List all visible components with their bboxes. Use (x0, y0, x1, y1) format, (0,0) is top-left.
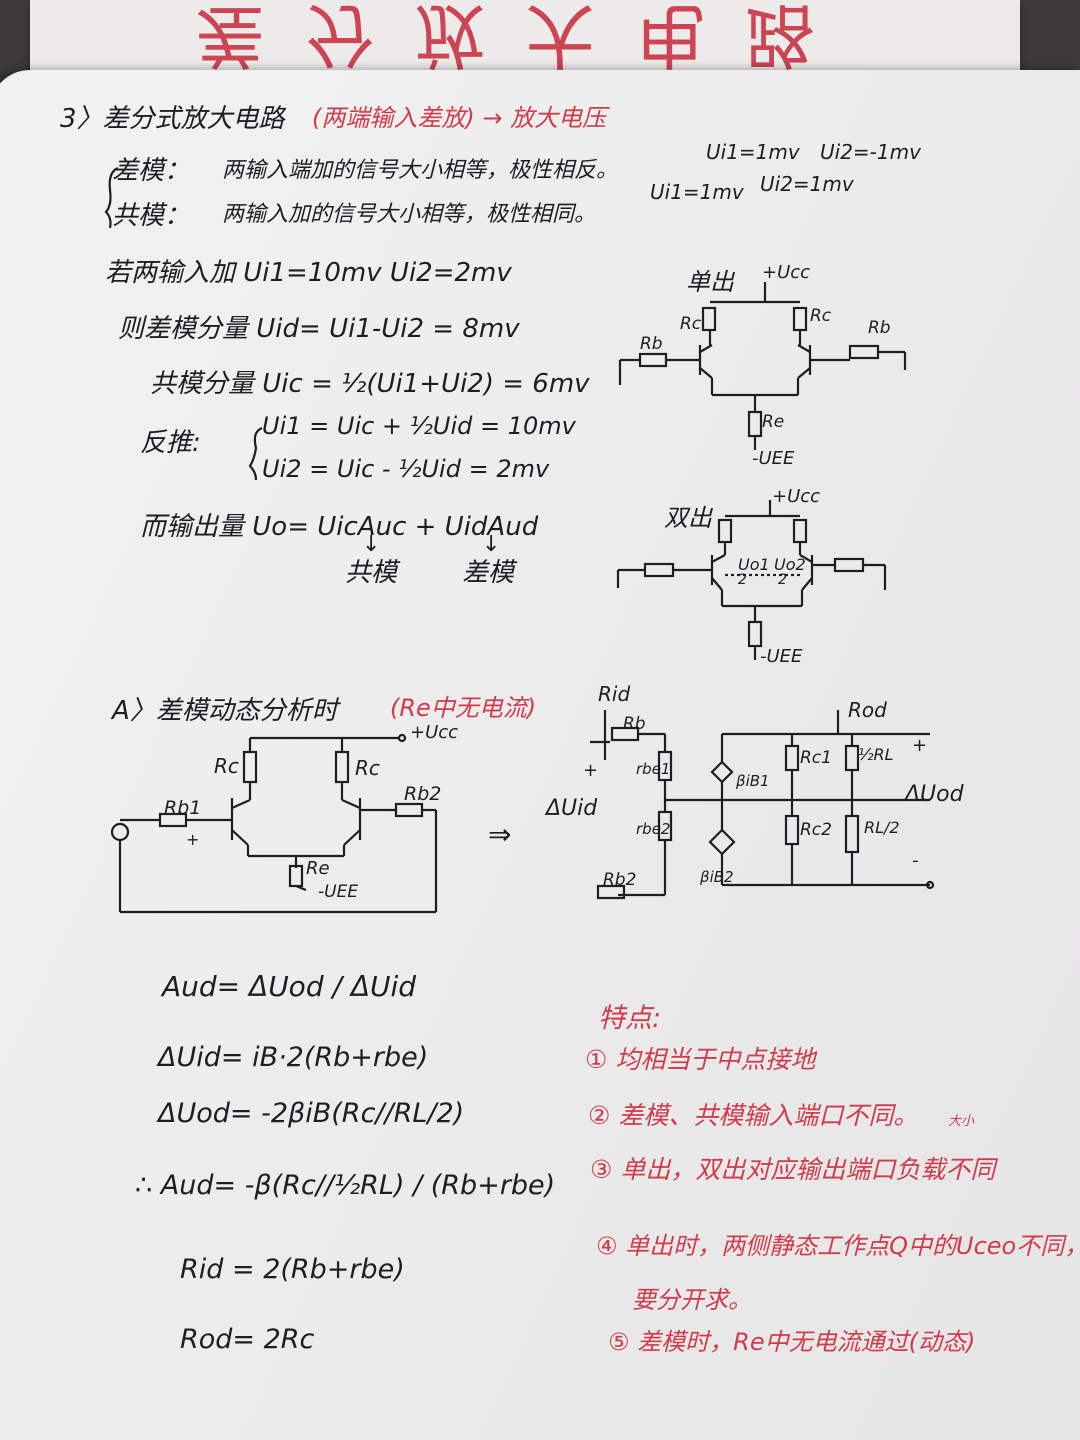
feature-item-4: ④ 单出时，两侧静态工作点Q中的Uceo不同， (596, 1232, 1080, 1260)
equiv-rl-half2-label: RL/2 (864, 818, 900, 837)
diff-rc1-label: Rc (214, 754, 239, 778)
feature-item-4-cont: 要分开求。 (632, 1286, 752, 1314)
equiv-rod-label: Rod (848, 698, 887, 722)
equiv-uid-label: ΔUid (546, 796, 598, 821)
arrow-down-diff: ↓ (482, 532, 501, 557)
equiv-rbe1-label: rbe1 (636, 760, 671, 778)
diff-plus-sign: + (186, 830, 200, 849)
single-rb1-label: Rb (640, 334, 663, 354)
single-rc1-label: Rc (680, 314, 702, 334)
equiv-beta-ib1-label: βiB1 (736, 772, 770, 790)
double-output-title: 双出 (664, 504, 712, 532)
equiv-beta-ib2-label: βiB2 (700, 868, 734, 886)
equiv-rc2-label: Rc2 (800, 820, 832, 840)
equiv-minus-out: - (912, 850, 919, 871)
common-mode-term: 共模： (112, 201, 191, 231)
diff-mode-term: 差模： (112, 156, 191, 186)
example-output: 而输出量 Uo= UicAuc + UidAud (140, 512, 539, 542)
section-title: 3〉差分式放大电路 (60, 104, 285, 134)
equiv-rl-half-label: ½RL (858, 745, 894, 764)
single-rb2-label: Rb (868, 318, 891, 338)
double-vee-label: -UEE (760, 646, 803, 667)
common-mode-ui1: Ui1=1mv (650, 180, 744, 204)
label-diff-mode: 差模 (462, 558, 515, 588)
feature-item-3: ③ 单出，双出对应输出端口负载不同 (590, 1155, 996, 1184)
inverse-brace (248, 426, 263, 481)
example-given: 若两输入加 Ui1=10mv Ui2=2mv (105, 258, 512, 288)
feature-item-2: ② 差模、共模输入端口不同。 (588, 1101, 919, 1130)
double-uo2-label: Uo2 (774, 555, 806, 574)
double-uo1-half: 2 (738, 572, 747, 588)
equiv-plus-in: + (583, 760, 599, 781)
equiv-rid-label: Rid (598, 682, 631, 706)
equivalence-arrow: ⇒ (488, 818, 512, 851)
common-mode-ui2: Ui2=1mv (760, 172, 854, 196)
common-mode-text: 两输入加的信号大小相等，极性相同。 (222, 202, 597, 227)
equiv-rc1-label: Rc1 (800, 748, 832, 768)
definition-brace (104, 166, 119, 229)
arrow-down-common: ↓ (362, 532, 381, 557)
diff-mode-ui1: Ui1=1mv (706, 140, 800, 164)
example-inverse-1: Ui1 = Uic + ½Uid = 10mv (262, 412, 576, 440)
diff-vcc-label: +Ucc (410, 722, 459, 743)
single-rc2-label: Rc (810, 306, 832, 326)
double-uo2-half: 2 (778, 572, 787, 588)
example-common-component: 共模分量 Uic = ½(Ui1+Ui2) = 6mv (150, 369, 590, 399)
notebook-page (0, 70, 1080, 1440)
formula-delta-uod: ΔUod= -2βiB(Rc//RL/2) (158, 1098, 465, 1129)
equiv-uod-label: ΔUod (905, 782, 964, 807)
example-inverse-2: Ui2 = Uic - ½Uid = 2mv (262, 455, 550, 483)
section-a-note: (Re中无电流) (390, 694, 537, 722)
example-diff-component: 则差模分量 Uid= Ui1-Ui2 = 8mv (118, 314, 520, 344)
diff-rc2-label: Rc (355, 756, 380, 780)
single-output-title: 单出 (686, 268, 734, 296)
single-vee-label: -UEE (752, 448, 795, 469)
section-a-title: A〉差模动态分析时 (112, 696, 338, 726)
diff-re-label: Re (306, 858, 330, 879)
label-common-mode: 共模 (345, 558, 398, 588)
section-title-note: (两端输入差放) → 放大电压 (312, 104, 607, 132)
formula-rod: Rod= 2Rc (180, 1324, 315, 1355)
double-uo1-label: Uo1 (738, 555, 770, 574)
single-re-label: Re (762, 412, 785, 432)
feature-item-1: ① 均相当于中点接地 (585, 1045, 816, 1074)
diff-rb2-label: Rb2 (404, 783, 442, 805)
formula-aud-result: ∴ Aud= -β(Rc//½RL) / (Rb+rbe) (135, 1170, 556, 1201)
diff-mode-text: 两输入端加的信号大小相等，极性相反。 (222, 158, 619, 183)
formula-rid: Rid = 2(Rb+rbe) (180, 1254, 405, 1285)
double-vcc-label: +Ucc (772, 486, 821, 507)
diff-vee-label: -UEE (318, 882, 359, 902)
feature-item-5: ⑤ 差模时，Re中无电流通过(动态) (608, 1328, 976, 1356)
equiv-plus-out: + (912, 735, 928, 756)
example-inverse-label: 反推: (140, 428, 201, 458)
feature-small-note: 大小 (948, 1114, 975, 1129)
formula-aud-definition: Aud= ΔUod / ΔUid (162, 970, 417, 1003)
single-vcc-label: +Ucc (762, 262, 811, 283)
features-title: 特点: (598, 1003, 662, 1034)
formula-delta-uid: ΔUid= iB·2(Rb+rbe) (158, 1042, 429, 1073)
equiv-rbe2-label: rbe2 (636, 820, 671, 838)
diff-mode-ui2: Ui2=-1mv (820, 140, 921, 164)
